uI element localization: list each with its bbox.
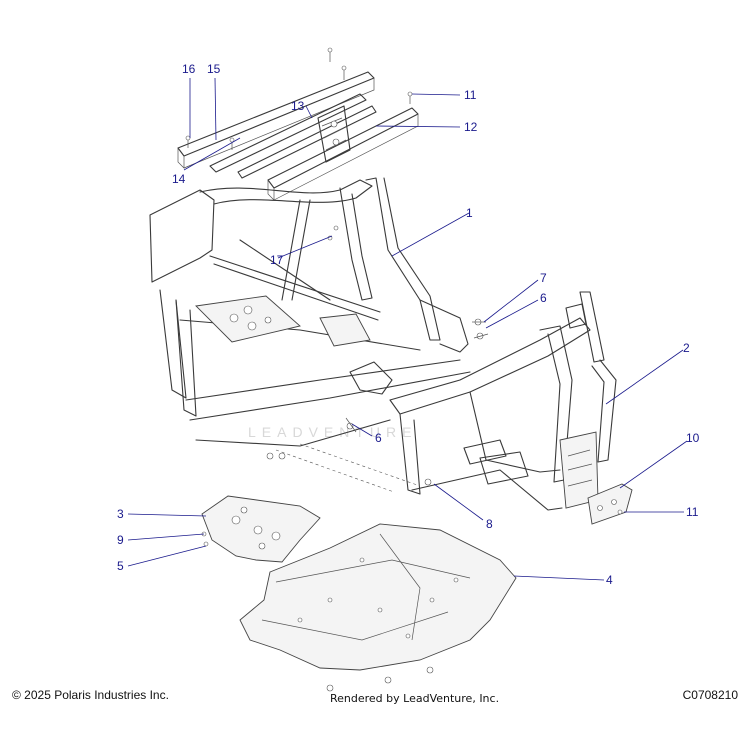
- callout-13: 13: [291, 99, 305, 113]
- callout-4: 4: [606, 573, 613, 587]
- callout-12: 12: [464, 120, 478, 134]
- callout-8: 8: [486, 517, 493, 531]
- callout-11-upper: 11: [464, 88, 477, 102]
- hardware: [266, 225, 489, 486]
- callout-6-upper: 6: [540, 291, 547, 305]
- diagram-part-code: C0708210: [682, 688, 738, 702]
- callout-15: 15: [207, 62, 221, 76]
- callout-3: 3: [117, 507, 124, 521]
- callout-17: 17: [270, 253, 284, 267]
- callout-1: 1: [466, 206, 473, 220]
- callout-16: 16: [182, 62, 196, 76]
- callout-6-lower: 6: [375, 431, 382, 445]
- callout-14: 14: [172, 172, 186, 186]
- bracket-10: [587, 483, 633, 525]
- callout-2: 2: [683, 341, 690, 355]
- main-frame: [149, 177, 617, 511]
- copyright-text: © 2025 Polaris Industries Inc.: [12, 688, 169, 702]
- rendered-by-text: Rendered by LeadVenture, Inc.: [330, 692, 500, 705]
- skid-plate-small: [201, 495, 321, 563]
- callout-10: 10: [686, 431, 700, 445]
- watermark: LEADVENTURE: [248, 424, 417, 440]
- callout-9: 9: [117, 533, 124, 547]
- skid-plate-large: [239, 523, 517, 692]
- callouts: 1 2 3 4 5 6 6 7 8 9 10 11 11 12 13 14 15…: [117, 62, 700, 587]
- callout-5: 5: [117, 559, 124, 573]
- callout-7: 7: [540, 271, 547, 285]
- upper-rail-assembly: [177, 47, 419, 201]
- callout-11-lower: 11: [686, 505, 699, 519]
- leader-lines: [127, 77, 688, 581]
